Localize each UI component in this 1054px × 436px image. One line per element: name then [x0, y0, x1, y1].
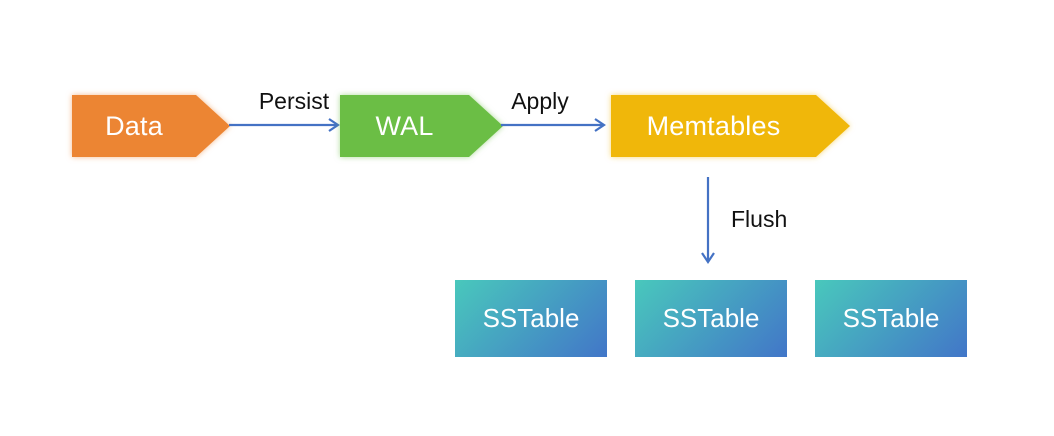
sstable-1-label: SSTable [482, 303, 580, 333]
data-pentagon-shape: Data [72, 95, 230, 157]
data-node-label: Data [105, 110, 163, 141]
memtables-node-label: Memtables [646, 110, 781, 141]
node-sstable-3: SSTable [815, 280, 967, 357]
node-sstable-2: SSTable [635, 280, 787, 357]
arrow-apply-icon [501, 118, 606, 132]
node-wal: WAL [340, 95, 503, 157]
arrow-flush-icon [701, 177, 715, 264]
sstable-2-label: SSTable [662, 303, 760, 333]
arrow-persist-icon [229, 118, 340, 132]
edge-label-persist: Persist [258, 88, 330, 114]
wal-pentagon-shape: WAL [340, 95, 503, 157]
edge-label-apply: Apply [511, 88, 569, 114]
node-memtables: Memtables [611, 95, 850, 157]
edge-label-flush: Flush [731, 206, 788, 232]
node-sstable-1: SSTable [455, 280, 607, 357]
node-data: Data [72, 95, 230, 157]
wal-node-label: WAL [375, 110, 434, 141]
sstable-3-label: SSTable [842, 303, 940, 333]
memtables-pentagon-shape: Memtables [611, 95, 850, 157]
